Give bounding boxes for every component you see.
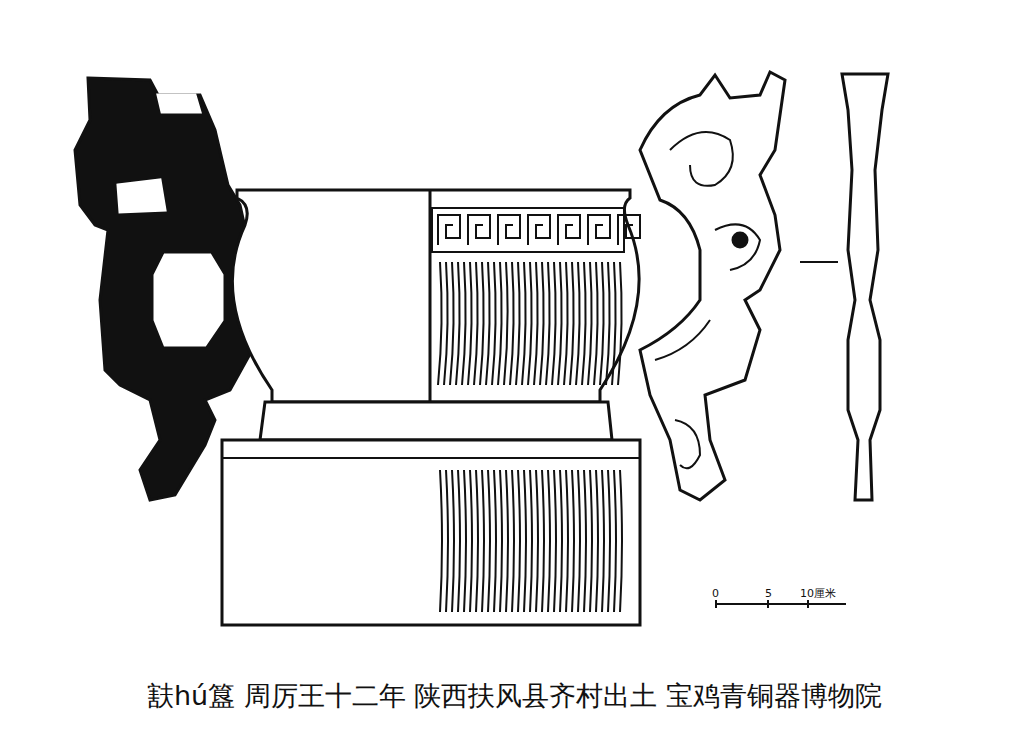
rib-line	[594, 262, 598, 385]
rib-line	[522, 262, 526, 385]
rib-line	[564, 262, 568, 385]
rib-line	[608, 470, 610, 612]
rib-line	[456, 262, 460, 385]
rib-line	[468, 262, 472, 385]
rib-line	[510, 262, 514, 385]
rib-line	[614, 470, 616, 612]
rib-line	[446, 470, 448, 612]
rib-line	[576, 262, 580, 385]
rib-line	[570, 262, 574, 385]
rib-line	[498, 262, 502, 385]
rib-line	[464, 470, 466, 612]
rib-line	[534, 262, 538, 385]
rib-line	[528, 262, 532, 385]
meander-band	[588, 215, 610, 245]
rib-line	[590, 470, 592, 612]
rib-line	[612, 262, 616, 385]
rib-line	[500, 470, 502, 612]
rib-line	[566, 470, 568, 612]
rib-line	[552, 262, 556, 385]
meander-band	[528, 215, 550, 245]
rib-line	[452, 470, 454, 612]
meander-band	[558, 215, 580, 245]
rib-line	[462, 262, 466, 385]
rib-line	[480, 262, 484, 385]
rib-line	[450, 262, 454, 385]
meander-band	[498, 215, 520, 245]
rib-line	[516, 262, 520, 385]
scale-label: 10厘米	[800, 588, 836, 600]
rib-line	[572, 470, 574, 612]
rib-line	[596, 470, 598, 612]
rib-line	[588, 262, 592, 385]
meander-band	[468, 215, 490, 245]
rib-line	[536, 470, 538, 612]
rib-line	[458, 470, 460, 612]
rib-line	[554, 470, 556, 612]
rib-line	[488, 470, 490, 612]
rib-line	[558, 262, 562, 385]
rib-line	[578, 470, 580, 612]
rib-line	[474, 262, 478, 385]
rib-line	[524, 470, 526, 612]
rib-line	[512, 470, 514, 612]
rib-line	[618, 262, 622, 385]
rib-line	[546, 262, 550, 385]
rib-line	[438, 262, 442, 385]
rib-line	[600, 262, 604, 385]
meander-band	[618, 215, 640, 245]
rib-line	[470, 470, 472, 612]
rib-line	[476, 470, 478, 612]
rib-line	[584, 470, 586, 612]
scale-label: 0	[712, 588, 719, 600]
rib-line	[542, 470, 544, 612]
rib-line	[606, 262, 610, 385]
rib-line	[620, 470, 622, 612]
rib-line	[494, 470, 496, 612]
rib-line	[560, 470, 562, 612]
caption-text: 㝬hú簋 周厉王十二年 陕西扶风县齐村出土 宝鸡青铜器博物院	[0, 678, 1029, 714]
scale-label: 5	[765, 588, 772, 600]
rib-line	[440, 470, 442, 612]
rib-line	[504, 262, 508, 385]
rib-line	[444, 262, 448, 385]
rib-line	[540, 262, 544, 385]
rib-line	[548, 470, 550, 612]
rib-line	[486, 262, 490, 385]
rib-line	[492, 262, 496, 385]
rib-line	[582, 262, 586, 385]
meander-band	[438, 215, 460, 245]
rib-line	[602, 470, 604, 612]
rib-line	[506, 470, 508, 612]
rib-line	[518, 470, 520, 612]
rib-line	[482, 470, 484, 612]
rib-line	[530, 470, 532, 612]
